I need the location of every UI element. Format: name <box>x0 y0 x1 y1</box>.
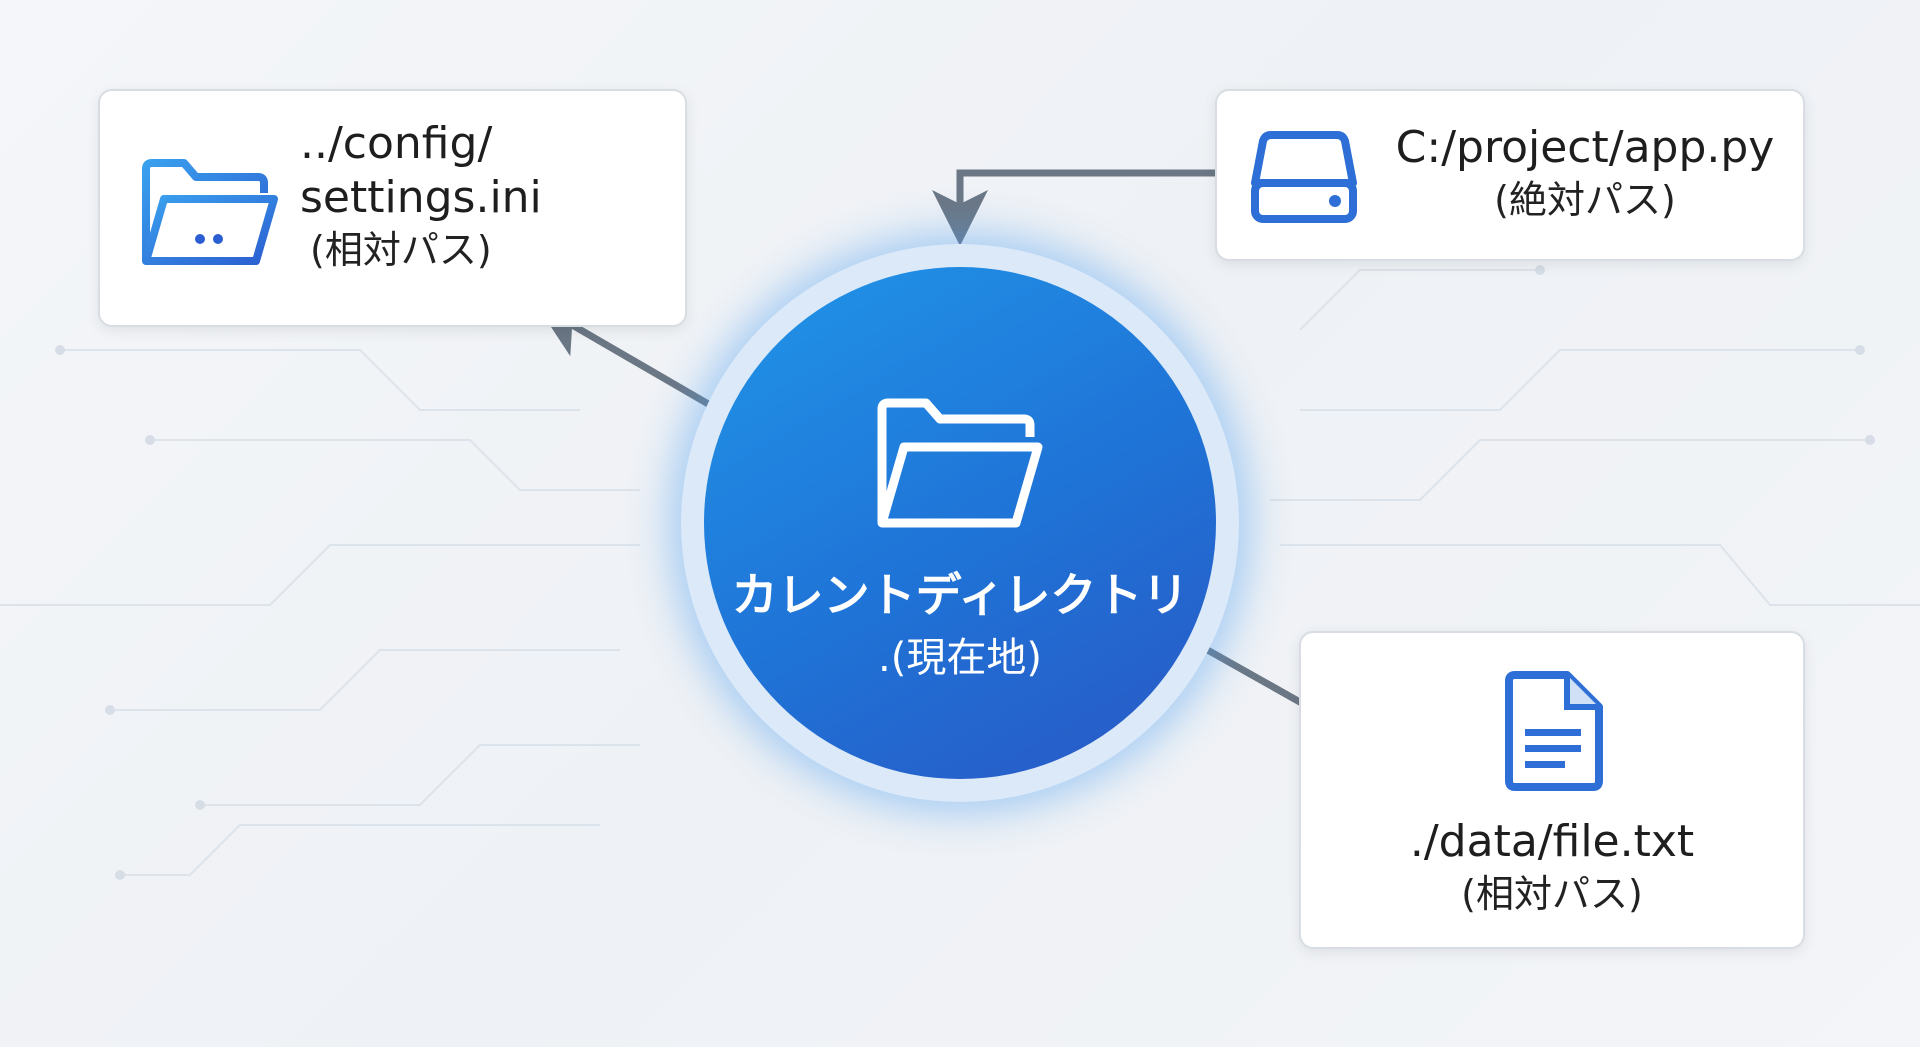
document-icon <box>1505 671 1603 791</box>
arrow-to-center <box>932 169 1215 246</box>
data-path-type: (相対パス) <box>1461 872 1643 916</box>
arrow-to-config <box>535 303 731 420</box>
app-path: C:/project/app.py <box>1395 122 1775 173</box>
app-path-type: (絶対パス) <box>1494 178 1676 222</box>
folder-icon <box>142 159 278 265</box>
relative-config-node[interactable]: ../config/ settings.ini (相対パス) <box>98 89 687 327</box>
current-directory-node[interactable]: カレントディレクトリ .(現在地) <box>704 267 1216 779</box>
config-path-line1: ../config/ <box>300 118 493 169</box>
center-title: カレントディレクトリ <box>731 568 1189 622</box>
config-path-line2: settings.ini <box>300 172 542 223</box>
config-path-type: (相対パス) <box>310 228 492 272</box>
absolute-app-node[interactable]: C:/project/app.py (絶対パス) <box>1215 89 1805 261</box>
data-path: ./data/file.txt <box>1409 816 1695 867</box>
hard-drive-icon <box>1251 131 1357 223</box>
relative-data-node[interactable]: ./data/file.txt (相対パス) <box>1299 631 1805 949</box>
center-subtitle: .(現在地) <box>878 635 1042 681</box>
open-folder-icon <box>877 398 1043 528</box>
